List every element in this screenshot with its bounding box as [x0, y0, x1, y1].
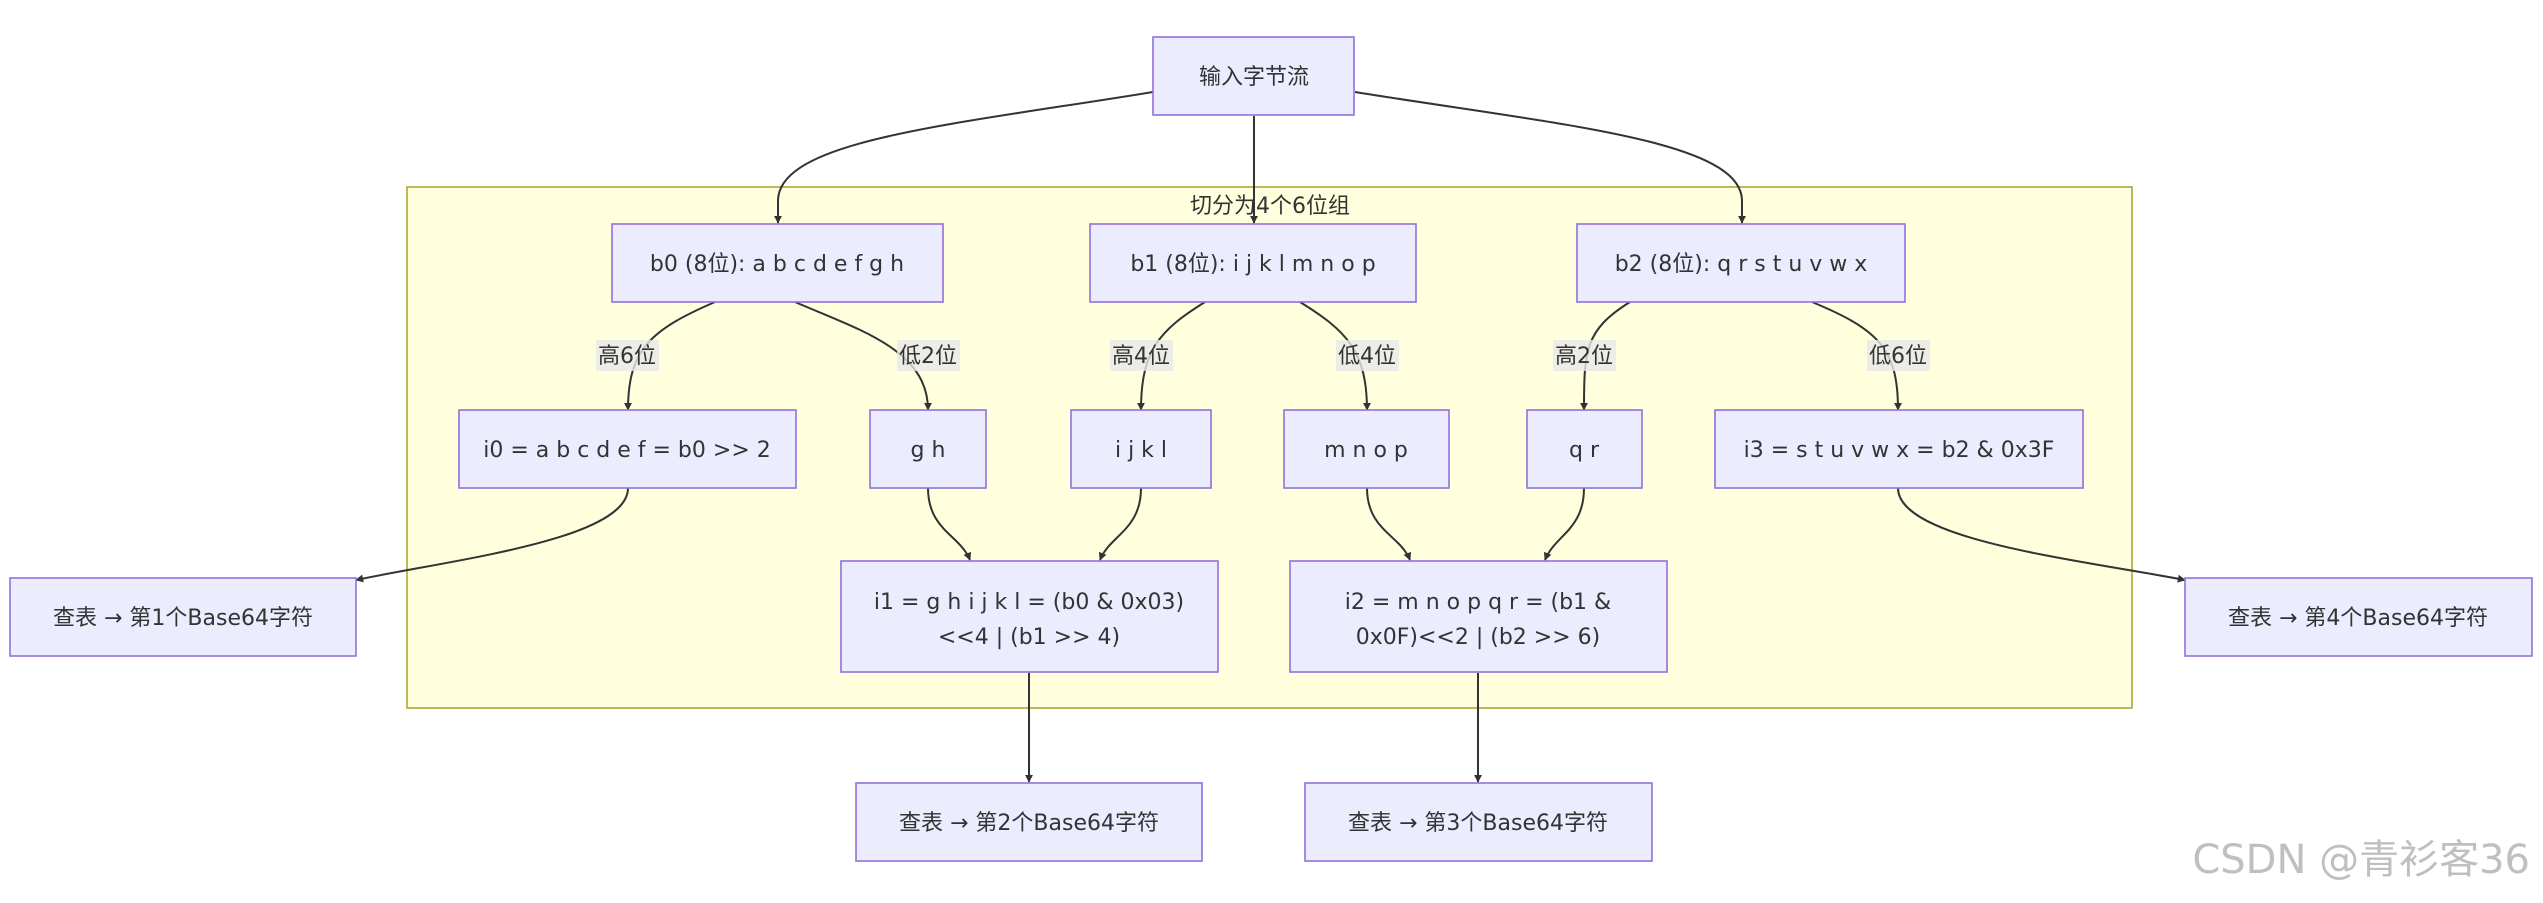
watermark-text: CSDN @青衫客36: [2192, 837, 2530, 883]
node-label-line1: i1 = g h i j k l = (b0 & 0x03): [874, 590, 1184, 615]
edge-label-bg: [1110, 340, 1173, 371]
edge-label-text: 高6位: [598, 344, 656, 369]
edge-input-to-b0: [774, 91, 1154, 224]
edge-label-text: 低6位: [1869, 344, 1927, 369]
edge-label-text: 低4位: [1338, 344, 1396, 369]
node-label: i j k l: [1115, 438, 1167, 463]
node-qr: q r: [1526, 409, 1643, 489]
edge-mnop-to-i2: [1366, 487, 1412, 561]
edge-label-bg: [897, 340, 960, 371]
node-box: [869, 409, 987, 489]
node-box: [9, 577, 357, 657]
node-label: b0 (8位): a b c d e f g h: [650, 252, 904, 277]
node-box: [1089, 223, 1417, 303]
edge-label-b0-high6: 高6位: [596, 340, 659, 371]
node-label: b1 (8位): i j k l m n o p: [1130, 252, 1375, 277]
node-b1: b1 (8位): i j k l m n o p: [1089, 223, 1417, 303]
edge-label-text: 高4位: [1112, 344, 1170, 369]
node-i3: i3 = s t u v w x = b2 & 0x3F: [1714, 409, 2084, 489]
node-ijkl: i j k l: [1070, 409, 1212, 489]
node-label: 查表 → 第4个Base64字符: [2228, 606, 2488, 631]
edge-label-b1-low4: 低4位: [1336, 340, 1399, 371]
node-label-line2: <<4 | (b1 >> 4): [938, 625, 1120, 650]
edge-b0-to-gh: [794, 301, 932, 411]
node-out1: 查表 → 第1个Base64字符: [9, 577, 357, 657]
edge-label-bg: [1336, 340, 1399, 371]
node-label-line1: i2 = m n o p q r = (b1 &: [1345, 590, 1611, 615]
edge-label-bg: [1553, 340, 1616, 371]
edge-label-b1-high4: 高4位: [1110, 340, 1173, 371]
node-box: [1289, 560, 1668, 673]
node-box: [840, 560, 1219, 673]
node-i2: i2 = m n o p q r = (b1 & 0x0F)<<2 | (b2 …: [1289, 560, 1668, 673]
node-out3: 查表 → 第3个Base64字符: [1304, 782, 1653, 862]
edge-label-text: 高2位: [1555, 344, 1613, 369]
node-b0: b0 (8位): a b c d e f g h: [611, 223, 944, 303]
node-i1: i1 = g h i j k l = (b0 & 0x03) <<4 | (b1…: [840, 560, 1219, 673]
node-box: [855, 782, 1203, 862]
edge-gh-to-i1: [927, 487, 972, 561]
node-i0: i0 = a b c d e f = b0 >> 2: [458, 409, 797, 489]
node-box: [2184, 577, 2533, 657]
edge-labels: 高6位 低2位 高4位 低4位 高2位 低6位: [596, 340, 1930, 371]
node-box: [1152, 36, 1355, 116]
edge-label-b0-low2: 低2位: [897, 340, 960, 371]
node-box: [1714, 409, 2084, 489]
edge-label-b2-high2: 高2位: [1553, 340, 1616, 371]
node-label: g h: [911, 438, 946, 463]
nodes: 输入字节流 b0 (8位): a b c d e f g h b1 (8位): …: [9, 36, 2533, 862]
node-input-stream: 输入字节流: [1152, 36, 1355, 116]
node-box: [1070, 409, 1212, 489]
edge-input-to-b2: [1354, 91, 1746, 224]
node-box: [1526, 409, 1643, 489]
node-box: [1283, 409, 1450, 489]
edge-ijkl-to-i1: [1098, 487, 1142, 561]
node-label: m n o p: [1324, 438, 1408, 463]
cluster-label: 切分为4个6位组: [1190, 194, 1350, 219]
node-label-line2: 0x0F)<<2 | (b2 >> 6): [1356, 625, 1601, 650]
node-label: b2 (8位): q r s t u v w x: [1615, 252, 1868, 277]
node-label: 查表 → 第2个Base64字符: [899, 811, 1159, 836]
node-box: [1304, 782, 1653, 862]
node-label: i0 = a b c d e f = b0 >> 2: [483, 438, 771, 463]
edge-label-bg: [596, 340, 659, 371]
node-label: 查表 → 第3个Base64字符: [1348, 811, 1608, 836]
node-b2: b2 (8位): q r s t u v w x: [1576, 223, 1906, 303]
node-out4: 查表 → 第4个Base64字符: [2184, 577, 2533, 657]
edge-qr-to-i2: [1543, 487, 1585, 561]
node-out2: 查表 → 第2个Base64字符: [855, 782, 1203, 862]
edge-i3-to-out4: [1897, 487, 2186, 583]
edge-label-b2-low6: 低6位: [1867, 340, 1930, 371]
node-label: q r: [1569, 438, 1600, 463]
node-label: 输入字节流: [1199, 65, 1309, 90]
edge-label-text: 低2位: [899, 344, 957, 369]
node-box: [611, 223, 944, 303]
node-label: 查表 → 第1个Base64字符: [53, 606, 313, 631]
edge-i0-to-out1: [355, 487, 629, 583]
edge-label-bg: [1867, 340, 1930, 371]
node-box: [458, 409, 797, 489]
node-gh: g h: [869, 409, 987, 489]
node-box: [1576, 223, 1906, 303]
node-mnop: m n o p: [1283, 409, 1450, 489]
node-label: i3 = s t u v w x = b2 & 0x3F: [1744, 438, 2055, 463]
